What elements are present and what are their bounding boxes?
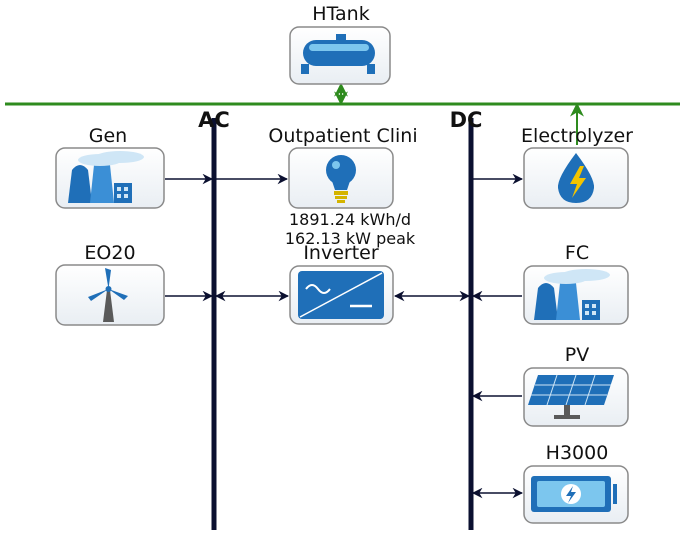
- inverter-component[interactable]: [289, 265, 394, 325]
- h3000-component[interactable]: [523, 465, 629, 524]
- wind-turbine-icon: [88, 268, 128, 322]
- pv-label: PV: [564, 344, 590, 366]
- electrolyzer-label: Electrolyzer: [521, 125, 633, 147]
- dc-bus-label: DC: [449, 108, 483, 132]
- htank-label: HTank: [312, 3, 370, 25]
- fc-component[interactable]: [523, 265, 629, 325]
- load-label: Outpatient Clini: [268, 125, 418, 147]
- load-component[interactable]: [288, 147, 394, 209]
- light-bulb-icon: [326, 155, 356, 203]
- htank-component[interactable]: [289, 26, 391, 85]
- load-energy: 1891.24 kWh/d: [288, 210, 412, 229]
- electrolyzer-component[interactable]: [523, 147, 629, 209]
- solar-panel-icon: [528, 374, 614, 419]
- eo20-label: EO20: [84, 242, 136, 264]
- gen-label: Gen: [88, 125, 128, 147]
- fc-label: FC: [564, 242, 590, 264]
- hydrogen-tank-icon: [301, 34, 375, 74]
- fuel-cell-plant-icon: [534, 269, 610, 320]
- gen-component[interactable]: [55, 147, 165, 209]
- inverter-label: Inverter: [303, 242, 379, 264]
- inverter-icon: [298, 271, 384, 319]
- pv-component[interactable]: [523, 367, 629, 427]
- ac-bus-label: AC: [198, 108, 230, 132]
- battery-storage-icon: [531, 476, 617, 512]
- load-peak: 162.13 kW peak: [284, 229, 416, 248]
- h3000-label: H3000: [545, 442, 609, 464]
- eo20-component[interactable]: [55, 264, 165, 326]
- electrolyzer-drop-icon: [557, 153, 595, 203]
- power-plant-icon: [68, 151, 144, 203]
